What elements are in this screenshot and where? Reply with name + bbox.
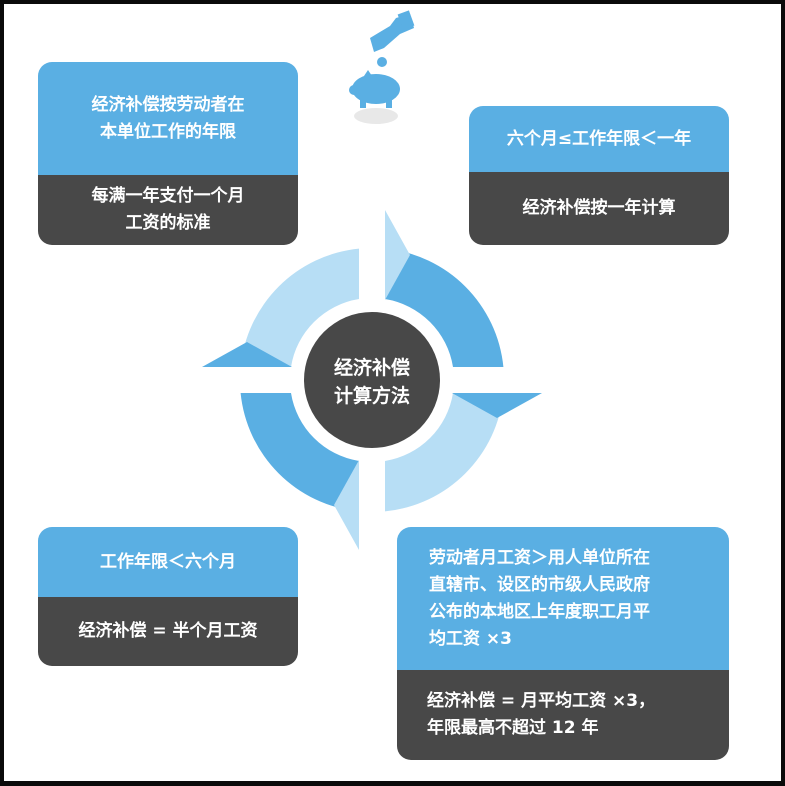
center-circle — [304, 312, 440, 448]
card-result: 经济补偿 = 月平均工资 ×3， 年限最高不超过 12 年 — [397, 670, 729, 760]
segment-top-right — [385, 210, 504, 367]
result-line: 经济补偿按一年计算 — [522, 198, 676, 218]
card-condition: 工作年限＜六个月 — [38, 527, 298, 597]
card-result: 经济补偿 = 半个月工资 — [38, 597, 298, 666]
arrow-tip-up — [385, 210, 410, 300]
card-result: 每满一年支付一个月 工资的标准 — [38, 175, 298, 245]
piggy-bank-coin-icon — [349, 10, 415, 124]
card-condition: 六个月≤工作年限＜一年 — [469, 106, 729, 172]
card-top-right: 六个月≤工作年限＜一年 经济补偿按一年计算 — [469, 106, 729, 245]
result-line: 经济补偿 = 月平均工资 ×3， — [427, 691, 656, 711]
segment-top-left — [202, 248, 359, 367]
diagram-graphics: 经济补偿 计算方法 — [202, 10, 542, 550]
condition-line: 工作年限＜六个月 — [100, 551, 236, 572]
segment-bottom-right — [385, 393, 542, 512]
condition-line: 直辖市、设区的市级人民政府 — [429, 574, 650, 595]
center-title-line1: 经济补偿 — [334, 356, 410, 379]
card-bottom-left: 工作年限＜六个月 经济补偿 = 半个月工资 — [38, 527, 298, 666]
ring-diagram: 经济补偿 计算方法 — [202, 210, 542, 550]
card-top-left: 经济补偿按劳动者在 本单位工作的年限 每满一年支付一个月 工资的标准 — [38, 62, 298, 245]
condition-line: 公布的本地区上年度职工月平 — [429, 601, 650, 622]
condition-line: 经济补偿按劳动者在 — [91, 94, 245, 115]
arrow-tip-right — [452, 393, 542, 418]
result-line: 工资的标准 — [125, 213, 211, 233]
condition-line: 六个月≤工作年限＜一年 — [506, 128, 692, 149]
arrow-tip-down — [334, 460, 359, 550]
infographic: 经济补偿 计算方法 经济补偿按劳动者在 本单位工作的年限 每满一年支付一个月 工… — [4, 4, 781, 781]
result-line: 每满一年支付一个月 — [91, 186, 245, 206]
condition-line: 劳动者月工资＞用人单位所在 — [429, 547, 650, 568]
card-bottom-right: 劳动者月工资＞用人单位所在 直辖市、设区的市级人民政府 公布的本地区上年度职工月… — [397, 527, 729, 760]
segment-bottom-left — [240, 393, 359, 550]
center-title-line2: 计算方法 — [334, 384, 410, 407]
arrow-tip-left — [202, 342, 292, 367]
condition-line: 本单位工作的年限 — [100, 121, 236, 142]
card-condition: 经济补偿按劳动者在 本单位工作的年限 — [38, 62, 298, 175]
result-line: 经济补偿 = 半个月工资 — [78, 621, 258, 641]
condition-line: 均工资 ×3 — [429, 628, 512, 649]
card-condition: 劳动者月工资＞用人单位所在 直辖市、设区的市级人民政府 公布的本地区上年度职工月… — [397, 527, 729, 670]
result-line: 年限最高不超过 12 年 — [427, 718, 599, 738]
card-result: 经济补偿按一年计算 — [469, 172, 729, 245]
